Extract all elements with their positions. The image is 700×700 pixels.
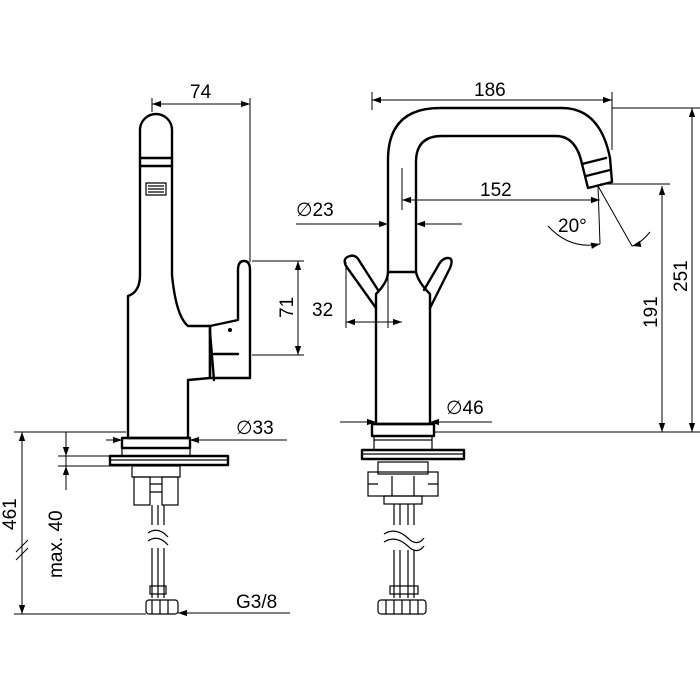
side-body <box>126 273 212 440</box>
front-hoses <box>393 504 415 525</box>
dim-lever-height: 71 <box>277 297 298 318</box>
side-aerator-band <box>139 156 173 168</box>
side-hoses <box>151 505 165 525</box>
dim-max-thickness: max. 40 <box>46 510 67 578</box>
dim-connection: G3/8 <box>236 592 277 613</box>
side-dimensions: 74 71 ∅33 461 max. 40 G3/8 <box>0 82 304 617</box>
front-lever-right <box>422 256 453 310</box>
dim-total-height: 461 <box>0 498 21 530</box>
dim-reach-overall: 186 <box>474 80 506 101</box>
dim-body-diameter: ∅46 <box>446 398 484 419</box>
front-view <box>343 106 614 615</box>
front-under-bracket <box>367 471 439 497</box>
dim-spout-diameter: ∅23 <box>296 200 334 221</box>
dim-lever-offset: 32 <box>312 300 333 321</box>
side-hose-nut <box>145 599 179 615</box>
front-lever-left <box>343 254 380 310</box>
side-view <box>108 112 252 615</box>
side-aerator <box>145 182 167 196</box>
front-base-ring <box>370 422 436 438</box>
front-spout <box>386 106 614 274</box>
side-handle <box>208 259 252 380</box>
side-under-nut <box>131 465 181 478</box>
side-base-ring <box>120 436 192 450</box>
dim-swivel-angle: 20° <box>558 216 587 237</box>
dim-top-width: 74 <box>190 82 212 103</box>
front-dimensions: 186 152 ∅23 20° 32 ∅46 191 251 <box>296 80 700 433</box>
dim-outlet-height: 191 <box>641 296 662 328</box>
dim-spout-reach: 152 <box>480 180 512 201</box>
dim-base-diameter: ∅33 <box>236 418 274 439</box>
front-outlet <box>580 156 612 178</box>
side-spout <box>138 112 174 277</box>
front-body <box>374 270 432 426</box>
dim-overall-height: 251 <box>671 260 692 292</box>
